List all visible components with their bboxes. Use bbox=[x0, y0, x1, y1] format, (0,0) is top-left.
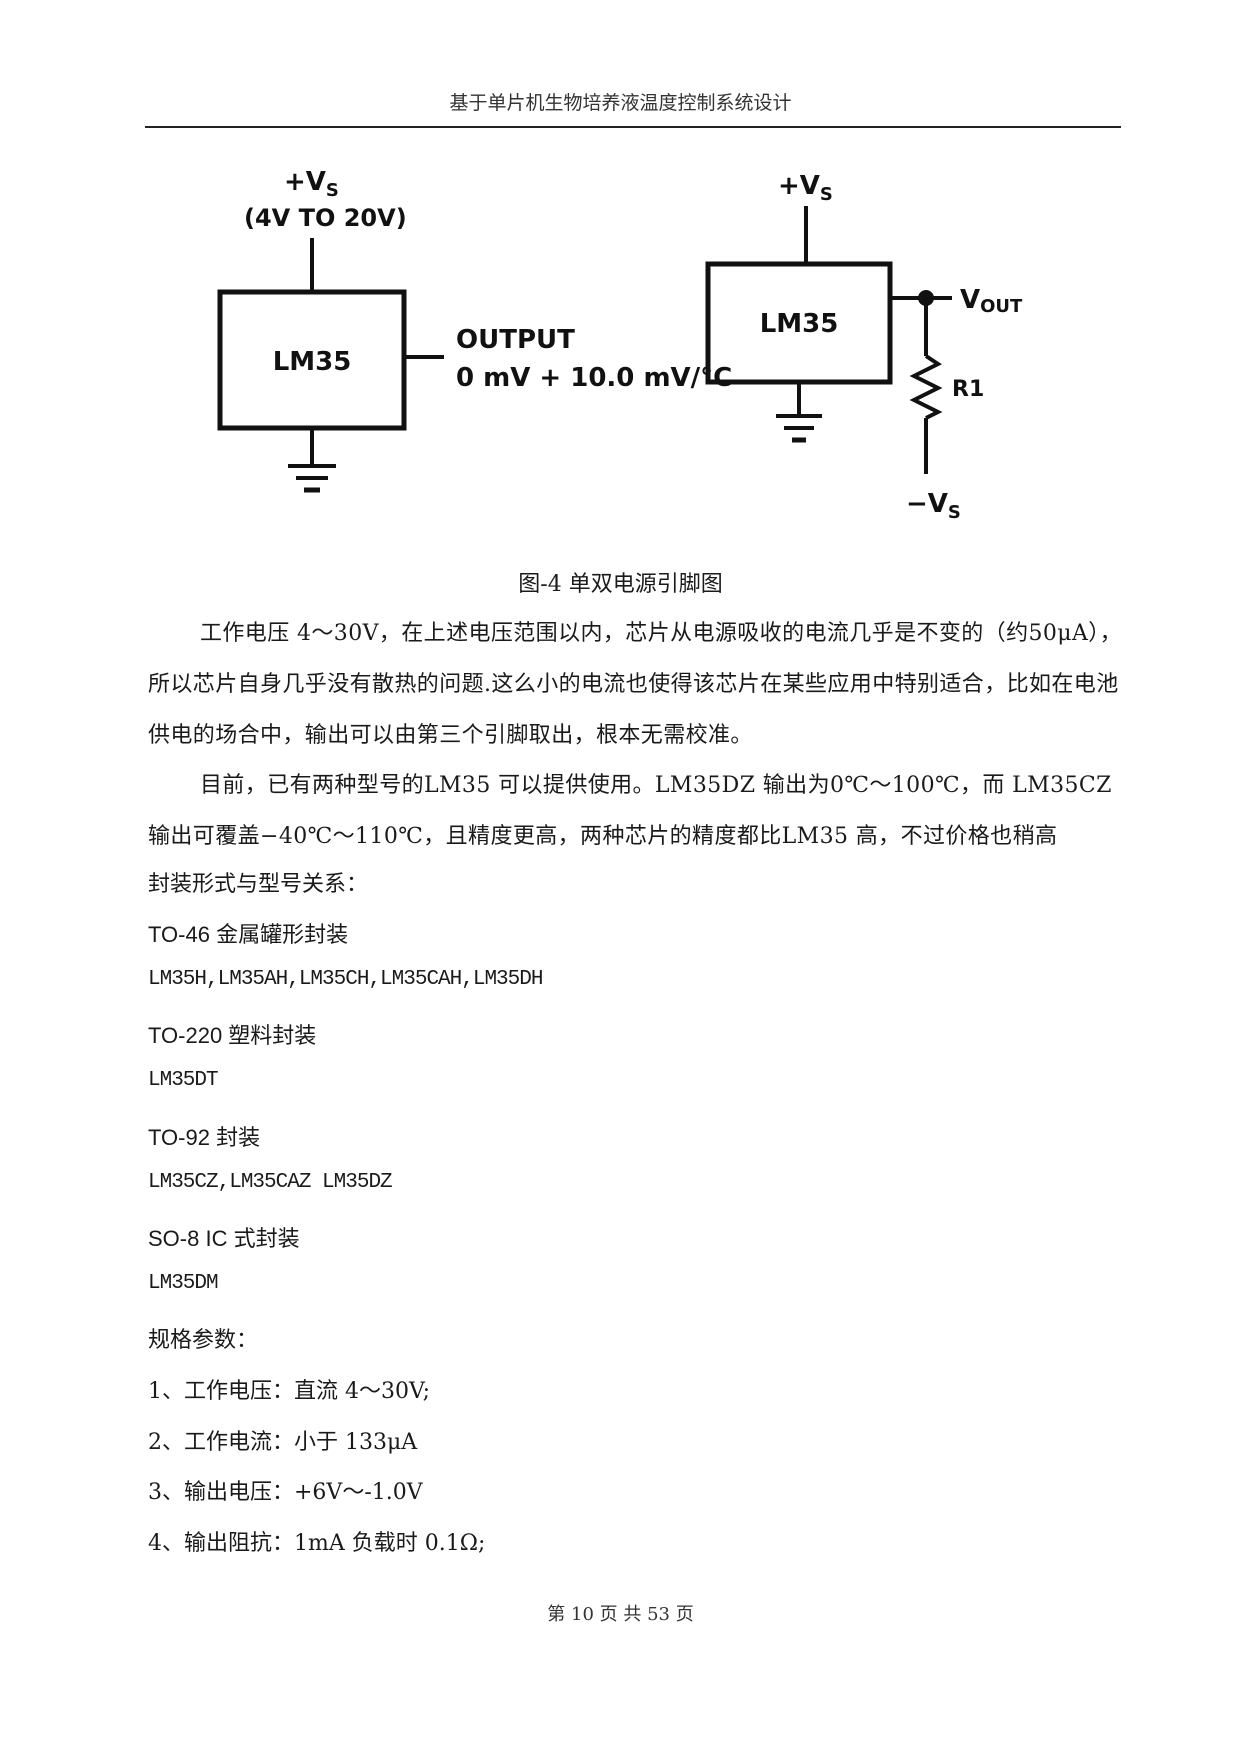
package-to220: TO-220 塑料封装 bbox=[148, 1023, 317, 1048]
spec-output-impedance: 4、输出阻抗：1mA 负载时 0.1Ω; bbox=[148, 1531, 486, 1556]
header-divider bbox=[145, 126, 1121, 128]
right-supply-label: +VS bbox=[778, 171, 833, 205]
page-number: 第 10 页 共 53 页 bbox=[547, 1604, 694, 1625]
left-chip-label: LM35 bbox=[273, 347, 352, 377]
left-output-formula: 0 mV + 10.0 mV/°C bbox=[456, 363, 732, 393]
right-ground-icon bbox=[776, 414, 822, 443]
spec-operating-current: 2、工作电流：小于 133μA bbox=[148, 1430, 418, 1455]
spec-output-voltage: 3、输出电压：+6V～-1.0V bbox=[148, 1480, 423, 1505]
neg-supply-label: −VS bbox=[906, 489, 961, 523]
package-so8-models: LM35DM bbox=[148, 1272, 219, 1295]
resistor-label: R1 bbox=[952, 377, 984, 402]
packages-intro: 封装形式与型号关系： bbox=[148, 872, 369, 897]
package-so8: SO-8 IC 式封装 bbox=[148, 1226, 300, 1251]
package-to92-models: LM35CZ,LM35CAZ LM35DZ bbox=[148, 1171, 393, 1194]
right-chip-label: LM35 bbox=[760, 309, 839, 339]
left-supply-label: +VS bbox=[284, 167, 339, 201]
package-to92: TO-92 封装 bbox=[148, 1125, 261, 1150]
paragraph-operating-voltage: 工作电压 4～30V，在上述电压范围以内，芯片从电源吸收的电流几乎是不变的（约5… bbox=[148, 621, 1123, 748]
paragraph-models: 目前，已有两种型号的LM35 可以提供使用。LM35DZ 输出为0℃～100℃，… bbox=[148, 773, 1112, 849]
left-output-label: OUTPUT bbox=[456, 325, 575, 355]
vout-label: VOUT bbox=[960, 285, 1023, 317]
left-supply-range: (4V TO 20V) bbox=[244, 204, 407, 232]
package-to220-models: LM35DT bbox=[148, 1069, 219, 1092]
page-header: 基于单片机生物培养液温度控制系统设计 bbox=[449, 92, 792, 114]
spec-operating-voltage: 1、工作电压：直流 4～30V; bbox=[148, 1379, 431, 1404]
figure-caption: 图-4 单双电源引脚图 bbox=[518, 572, 723, 597]
package-to46-models: LM35H,LM35AH,LM35CH,LM35CAH,LM35DH bbox=[148, 968, 543, 991]
single-supply-circuit: +VS (4V TO 20V) LM35 OUTPUT 0 mV + 10.0 … bbox=[217, 167, 732, 493]
package-to46: TO-46 金属罐形封装 bbox=[148, 922, 349, 947]
resistor-icon bbox=[909, 354, 943, 420]
lm35-pin-diagram: +VS (4V TO 20V) LM35 OUTPUT 0 mV + 10.0 … bbox=[217, 167, 1023, 523]
left-ground-icon bbox=[288, 464, 336, 493]
spec-intro: 规格参数： bbox=[148, 1328, 259, 1353]
dual-supply-circuit: +VS LM35 VOUT R1 −VS bbox=[705, 171, 1023, 523]
